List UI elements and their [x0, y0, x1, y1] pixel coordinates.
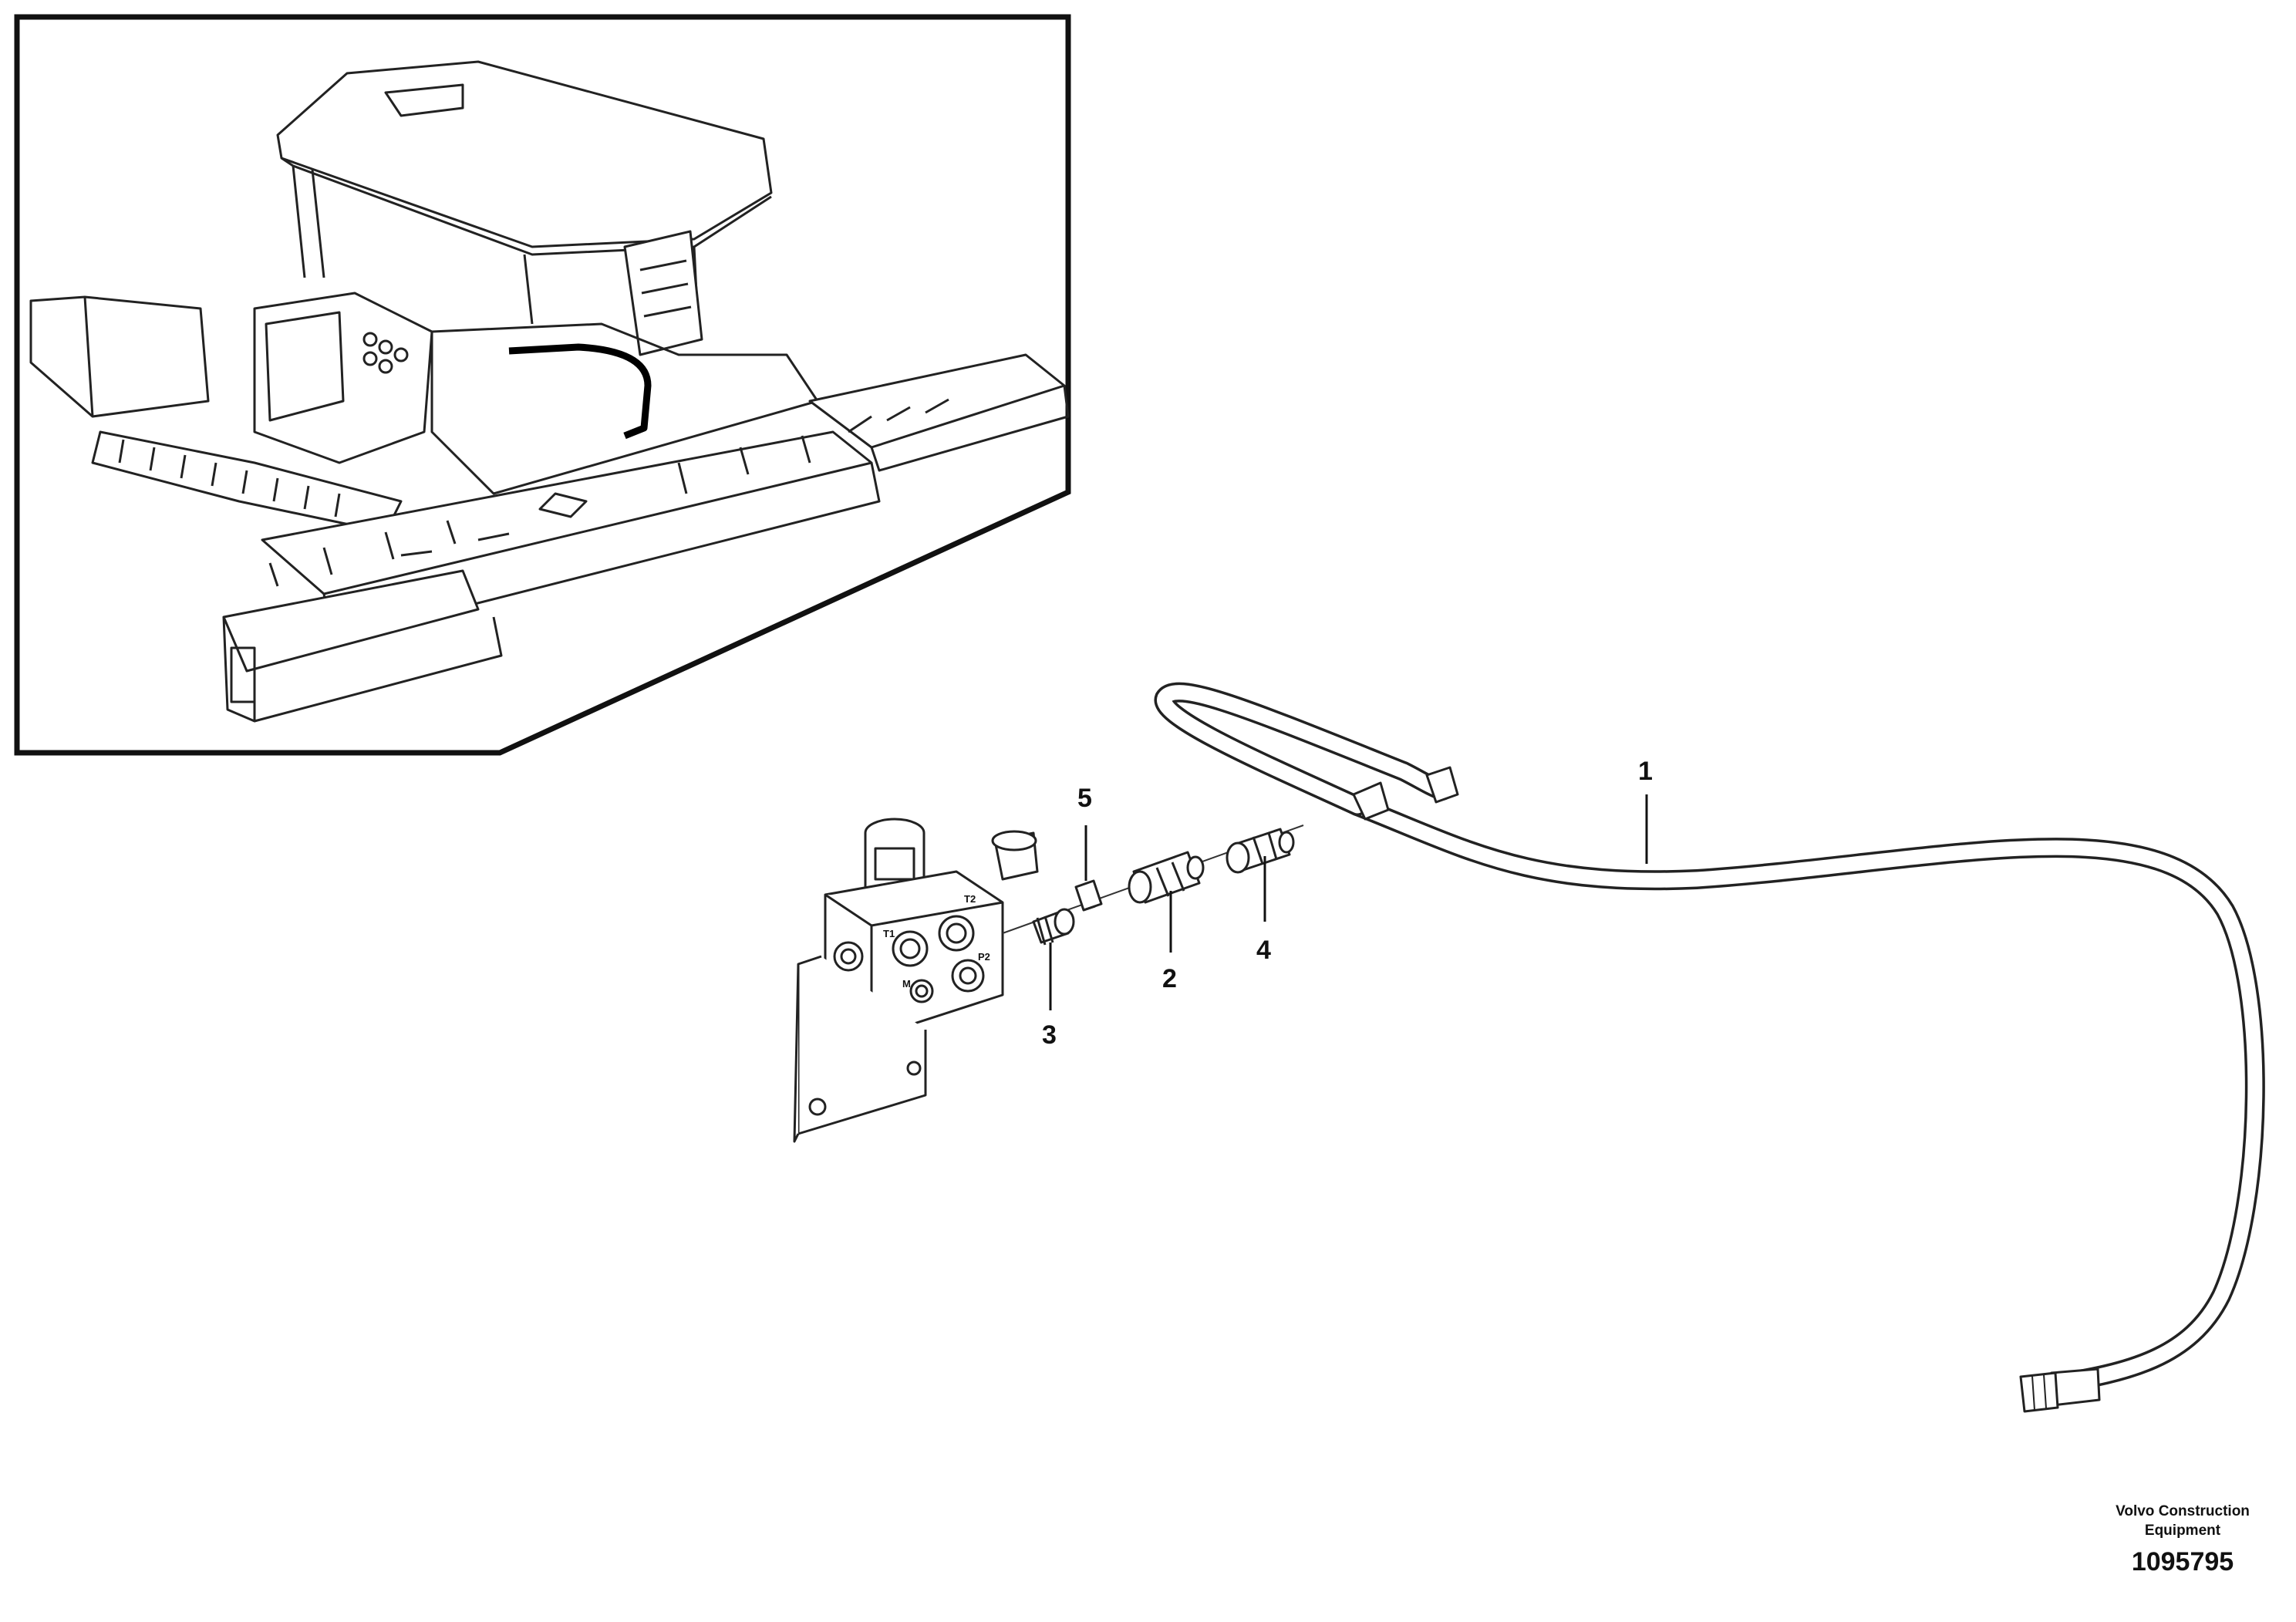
- brand-label: Volvo Construction Equipment: [2082, 1502, 2283, 1540]
- port-label-p2: P2: [978, 951, 990, 963]
- paver-machine-illustration: [29, 60, 1070, 723]
- port-label-t1: T1: [883, 928, 895, 939]
- fitting-part-2: [1128, 851, 1205, 904]
- overview-inset: [14, 14, 1071, 756]
- fittings-chain: [1002, 824, 1304, 946]
- callout-1: 1: [1638, 757, 1653, 786]
- brand-line-1: Volvo Construction: [2116, 1503, 2250, 1519]
- port-label-t2: T2: [964, 893, 976, 905]
- leader-lines: [1049, 794, 1648, 1010]
- callout-3: 3: [1042, 1020, 1057, 1050]
- brand-line-2: Equipment: [2144, 1522, 2221, 1539]
- valve-block: [793, 818, 1039, 1143]
- fitting-part-4: [1226, 828, 1295, 874]
- fitting-part-5: [1074, 879, 1103, 912]
- callout-5: 5: [1077, 784, 1092, 813]
- document-number: 1095795: [2131, 1547, 2234, 1576]
- fitting-part-3: [1032, 908, 1075, 946]
- callout-4: 4: [1256, 936, 1271, 965]
- hose-part-1: [1154, 682, 2265, 1413]
- port-label-m: M: [902, 978, 911, 990]
- callout-2: 2: [1162, 964, 1177, 993]
